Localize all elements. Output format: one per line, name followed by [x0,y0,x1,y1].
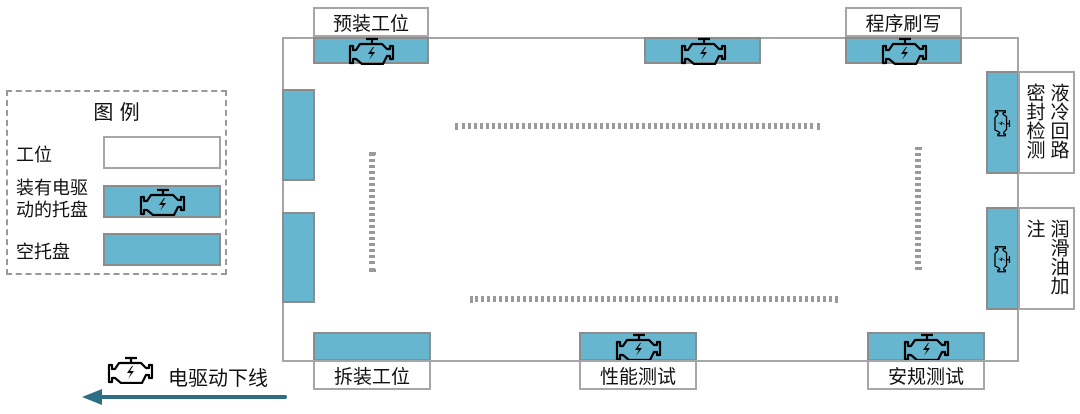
production-loop-line [282,37,1019,362]
station-coolant-leak-test-label: 液冷回路密封检测 [1018,71,1075,174]
legend-title: 图 例 [93,100,140,124]
empty-tray [282,212,315,303]
empty-tray [282,89,315,181]
legend: 图 例 工位 装有电驱动的托盘 空托盘 [6,90,227,275]
electric-drive-icon [105,356,155,384]
station-oil-filling-label: 润滑油加注 [1018,207,1075,310]
electric-drive-icon [989,108,1017,137]
legend-station-swatch [103,136,221,169]
offline-arrow [82,389,287,405]
station-safety-test-label: 安规测试 [867,360,985,390]
station-label-text: 润滑油加注 [1023,218,1070,295]
electric-drive-icon [879,37,929,65]
electric-drive-icon [346,37,396,65]
loaded-tray [579,332,697,361]
offline-label: 电驱动下线 [168,366,268,390]
electric-drive-icon [613,333,663,361]
electric-drive-icon [678,37,728,65]
legend-empty-tray-swatch [103,233,221,266]
flow-arrow-top [455,123,820,129]
loaded-tray [644,37,761,64]
legend-loaded-tray-label: 装有电驱动的托盘 [16,178,88,221]
station-performance-test-label: 性能测试 [579,360,697,390]
legend-loaded-tray-swatch [103,185,221,218]
flow-arrow-left [369,152,375,272]
loaded-tray [986,207,1019,310]
loaded-tray [867,332,985,361]
electric-drive-icon [137,188,187,216]
legend-station-label: 工位 [16,145,52,166]
loaded-tray [845,37,962,64]
loaded-tray [986,71,1019,174]
electric-drive-icon [901,333,951,361]
loaded-tray [313,37,429,64]
station-programming-label: 程序刷写 [845,7,962,37]
flow-arrow-right [915,147,921,270]
station-label-text: 液冷回路密封检测 [1023,82,1070,159]
station-disassembly-label: 拆装工位 [313,360,431,390]
empty-tray [313,332,431,361]
station-preassembly-label: 预装工位 [313,7,429,37]
electric-drive-icon [989,244,1017,273]
flow-arrow-bottom [470,296,838,302]
legend-empty-tray-label: 空托盘 [16,242,70,263]
